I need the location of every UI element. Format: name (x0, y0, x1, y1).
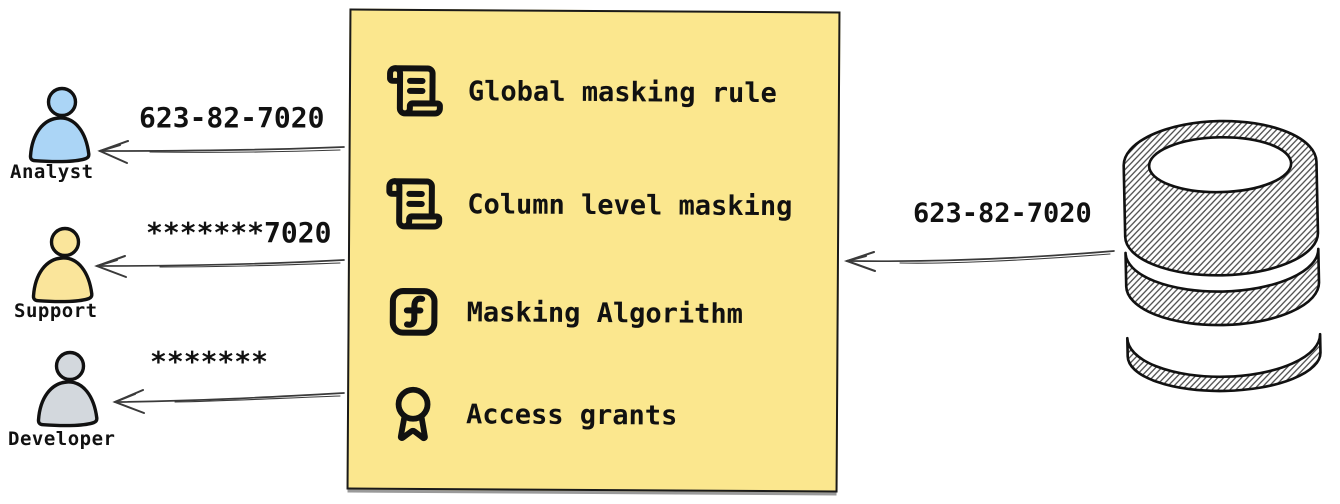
raw-value-from-database: 623-82-7020 (913, 198, 1092, 229)
masking-item-access-grants: Access grants (382, 381, 678, 449)
masking-item-label: Global masking rule (467, 75, 777, 109)
person-icon (31, 226, 94, 304)
masking-item-algorithm: Masking Algorithm (382, 279, 743, 347)
scroll-text-icon (383, 171, 445, 237)
award-icon (382, 381, 444, 447)
masked-value-developer: ******* (150, 345, 269, 378)
masking-item-column-level: Column level masking (383, 171, 793, 239)
persona-label-developer: Developer (8, 428, 116, 450)
masking-item-label: Masking Algorithm (466, 296, 744, 330)
arrow-box-to-support (94, 255, 345, 278)
persona-label-analyst: Analyst (10, 161, 94, 183)
masking-item-label: Column level masking (467, 188, 793, 222)
masked-value-analyst: 623-82-7020 (139, 101, 325, 134)
masking-item-label: Access grants (465, 398, 678, 432)
arrow-box-to-developer (112, 389, 345, 414)
masking-item-global-rule: Global masking rule (384, 58, 777, 126)
arrow-database-to-box (843, 250, 1115, 272)
masking-policy-box: Global masking rule Column level masking (346, 8, 841, 493)
function-square-icon (382, 279, 444, 345)
database-icon (1122, 119, 1322, 393)
arrow-box-to-analyst (97, 140, 345, 164)
scroll-text-icon (384, 58, 446, 124)
person-icon (36, 350, 99, 428)
persona-label-support: Support (14, 300, 98, 322)
person-icon (28, 86, 91, 164)
masked-value-support: *******7020 (146, 216, 332, 249)
